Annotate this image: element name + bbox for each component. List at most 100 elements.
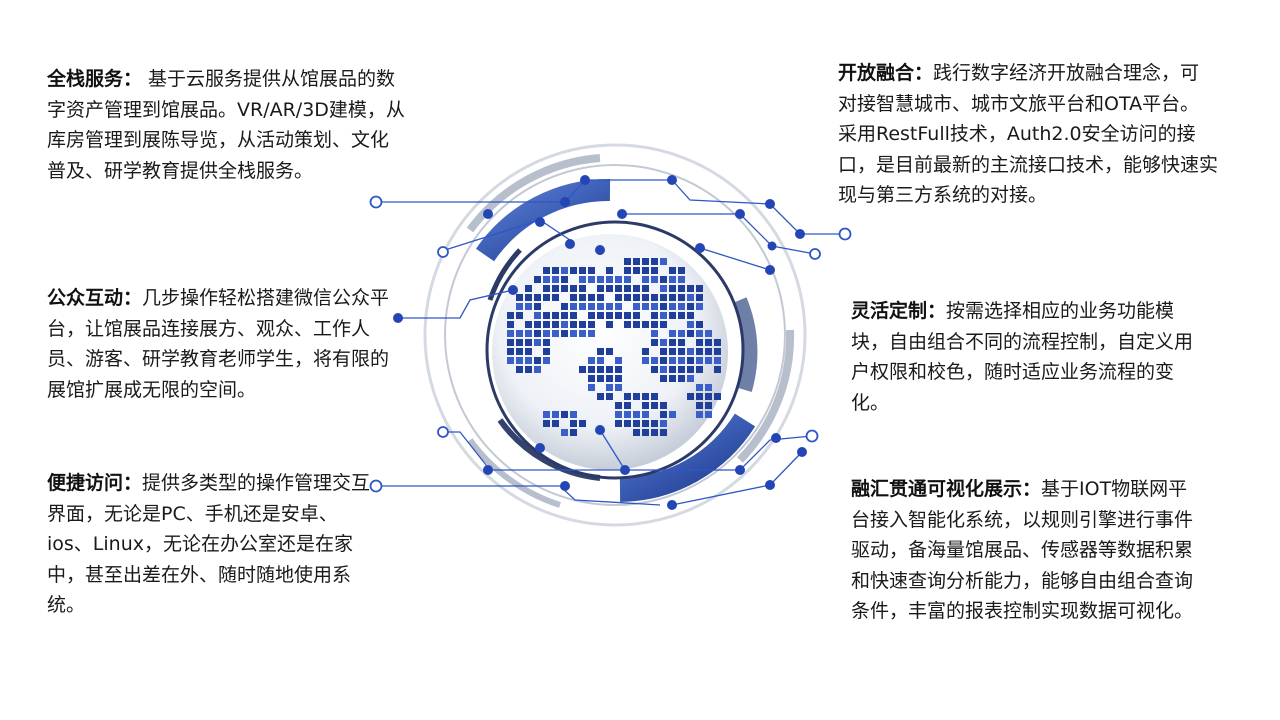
map-pixel — [642, 321, 649, 328]
map-pixel — [705, 330, 712, 337]
map-pixel — [561, 285, 568, 292]
map-pixel — [651, 294, 658, 301]
map-pixel — [570, 294, 577, 301]
map-pixel — [597, 294, 604, 301]
map-pixel — [516, 357, 523, 364]
map-pixel — [561, 429, 568, 436]
map-pixel — [606, 393, 613, 400]
map-pixel — [552, 420, 559, 427]
map-pixel — [660, 348, 667, 355]
map-pixel — [543, 294, 550, 301]
map-pixel — [642, 267, 649, 274]
map-pixel — [579, 285, 586, 292]
map-pixel — [678, 348, 685, 355]
map-pixel — [624, 393, 631, 400]
map-pixel — [507, 357, 514, 364]
map-pixel — [570, 429, 577, 436]
map-pixel — [606, 321, 613, 328]
map-pixel — [570, 285, 577, 292]
map-pixel — [687, 321, 694, 328]
map-pixel — [696, 402, 703, 409]
map-pixel — [534, 303, 541, 310]
map-pixel — [615, 357, 622, 364]
map-pixel — [543, 357, 550, 364]
map-pixel — [588, 366, 595, 373]
map-pixel — [624, 420, 631, 427]
map-pixel — [597, 312, 604, 319]
dark-arc — [487, 248, 522, 301]
map-pixel — [606, 384, 613, 391]
map-pixel — [534, 330, 541, 337]
map-pixel — [633, 393, 640, 400]
map-pixel — [534, 357, 541, 364]
map-pixel — [669, 375, 676, 382]
map-pixel — [597, 375, 604, 382]
map-pixel — [633, 303, 640, 310]
map-pixel — [705, 393, 712, 400]
map-pixel — [696, 348, 703, 355]
map-pixel — [687, 366, 694, 373]
map-pixel — [714, 339, 721, 346]
map-pixel — [588, 357, 595, 364]
feature-body: 基于云服务提供从馆展品的数字资产管理到馆展品。VR/AR/3D建模，从库房管理到… — [47, 68, 405, 182]
map-pixel — [561, 411, 568, 418]
map-pixel — [570, 330, 577, 337]
map-pixel — [561, 303, 568, 310]
map-pixel — [615, 285, 622, 292]
map-pixel — [624, 294, 631, 301]
feature-block-open-integration: 开放融合：践行数字经济开放融合理念，可对接智慧城市、城市文旅平台和OTA平台。采… — [838, 58, 1218, 211]
map-pixel — [525, 339, 532, 346]
map-pixel — [579, 267, 586, 274]
map-pixel — [651, 339, 658, 346]
map-pixel — [606, 348, 613, 355]
map-pixel — [660, 411, 667, 418]
map-pixel — [633, 321, 640, 328]
map-pixel — [642, 276, 649, 283]
map-pixel — [687, 348, 694, 355]
map-pixel — [651, 366, 658, 373]
map-pixel — [705, 339, 712, 346]
map-pixel — [687, 330, 694, 337]
map-pixel — [687, 303, 694, 310]
map-pixel — [507, 339, 514, 346]
map-pixel — [633, 294, 640, 301]
map-pixel — [615, 303, 622, 310]
map-pixel — [669, 276, 676, 283]
map-pixel — [705, 384, 712, 391]
map-pixel — [633, 411, 640, 418]
map-pixel — [507, 321, 514, 328]
map-pixel — [534, 312, 541, 319]
map-pixel — [624, 411, 631, 418]
map-pixel — [525, 357, 532, 364]
map-pixel — [642, 402, 649, 409]
map-pixel — [714, 393, 721, 400]
map-pixel — [588, 276, 595, 283]
map-pixel — [552, 285, 559, 292]
map-pixel — [669, 303, 676, 310]
map-pixel — [642, 357, 649, 364]
map-pixel — [642, 258, 649, 265]
map-pixel — [660, 339, 667, 346]
map-pixel — [678, 357, 685, 364]
map-pixel — [570, 411, 577, 418]
map-pixel — [543, 312, 550, 319]
map-pixel — [525, 366, 532, 373]
map-pixel — [624, 267, 631, 274]
map-pixel — [687, 393, 694, 400]
map-pixel — [516, 330, 523, 337]
feature-block-visualization: 融汇贯通可视化展示：基于IOT物联网平台接入智能化系统，以规则引擎进行事件驱动，… — [851, 474, 1196, 627]
map-pixel — [669, 348, 676, 355]
map-pixel — [606, 375, 613, 382]
map-pixel — [642, 411, 649, 418]
map-pixel — [588, 330, 595, 337]
map-pixel — [669, 267, 676, 274]
map-pixel — [696, 303, 703, 310]
map-pixel — [552, 267, 559, 274]
map-pixel — [525, 348, 532, 355]
map-pixel — [660, 303, 667, 310]
map-pixel — [642, 348, 649, 355]
feature-body: 按需选择相应的业务功能模块，自由组合不同的流程控制，自定义用户权限和校色，随时适… — [851, 300, 1194, 414]
map-pixel — [534, 276, 541, 283]
map-pixel — [642, 393, 649, 400]
map-pixel — [552, 294, 559, 301]
